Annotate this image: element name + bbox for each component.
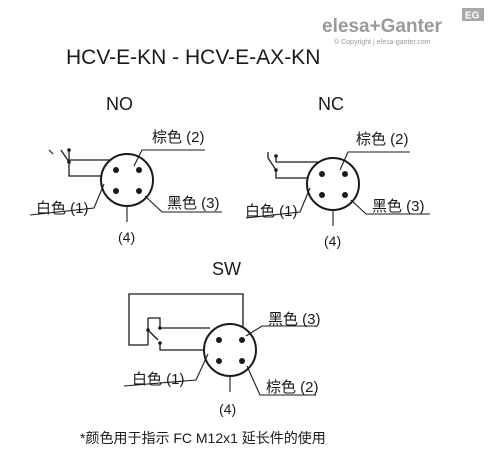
no-label-pin4: (4) — [118, 229, 135, 245]
no-wire-top — [68, 150, 113, 161]
no-label-white: 白色 (1) — [36, 200, 89, 217]
sw-label-white: 白色 (1) — [132, 371, 185, 388]
no-switch-blade — [60, 149, 70, 163]
sw-contact-a — [158, 326, 162, 330]
sw-leader-white — [123, 353, 209, 387]
brand-copyright: © Copyright | elesa-ganter.com — [334, 38, 431, 46]
sw-leader-black — [245, 325, 316, 337]
nc-pin-2 — [319, 171, 325, 177]
nc-leader-white — [245, 187, 311, 219]
no-switch-contact — [67, 160, 71, 164]
nc-switch-contact — [274, 168, 278, 172]
diagram-sw: SW 黑色 (3) 白色 (1) 棕色 (2) (4) — [123, 259, 321, 417]
sw-label-brown: 棕色 (2) — [266, 379, 319, 396]
nc-pin-3 — [319, 192, 325, 198]
diagram-no-label: NO — [106, 94, 133, 114]
no-wire-left — [68, 162, 105, 177]
no-leader-brown — [133, 149, 205, 167]
no-pin-3 — [113, 188, 119, 194]
no-pin-4 — [136, 188, 142, 194]
nc-connector — [306, 157, 360, 211]
sw-wire-inner-high — [148, 317, 210, 329]
nc-switch-blade — [267, 157, 277, 171]
page-title: HCV-E-KN - HCV-E-AX-KN — [66, 46, 320, 69]
diagram-nc-label: NC — [318, 94, 344, 114]
sw-wire-outer — [128, 293, 244, 346]
sw-label-pin4: (4) — [219, 401, 236, 417]
brand-logo-text: elesa+Ganter — [322, 16, 442, 37]
nc-wire-left — [275, 170, 312, 179]
sw-pin-4 — [239, 358, 245, 364]
nc-label-pin4: (4) — [324, 233, 341, 249]
nc-label-white: 白色 (1) — [245, 203, 298, 220]
nc-pin-4 — [342, 192, 348, 198]
no-pin-2 — [113, 167, 119, 173]
brand-logo: elesa+Ganter EG © Copyright | elesa-gant… — [320, 8, 488, 48]
brand-badge-text: EG — [465, 11, 480, 22]
nc-label-black: 黑色 (3) — [372, 198, 425, 215]
no-connector — [100, 153, 154, 207]
no-switch-contact-top — [67, 148, 71, 152]
sw-pin-2 — [216, 337, 222, 343]
diagram-nc: NC 棕色 (2) 白色 (1) 黑色 (3) (4) — [245, 94, 430, 249]
sw-pin-1 — [239, 337, 245, 343]
diagram-no: NO 棕色 (2) 白色 (1) 黑色 (3) (4) — [29, 94, 222, 245]
nc-pin-1 — [342, 171, 348, 177]
sw-pin-3 — [216, 358, 222, 364]
nc-label-brown: 棕色 (2) — [356, 131, 409, 148]
nc-wire-top — [275, 156, 320, 163]
sw-leader-brown — [246, 365, 316, 396]
nc-leader-brown — [339, 151, 410, 171]
sw-label-black: 黑色 (3) — [268, 311, 321, 328]
no-leader-black — [144, 195, 222, 213]
sw-switch-pivot — [146, 328, 150, 332]
no-leader-white — [29, 183, 105, 216]
brand-badge-box — [462, 8, 484, 21]
no-switch-tick — [48, 149, 54, 155]
diagram-sw-label: SW — [212, 259, 241, 279]
nc-leader-black — [350, 199, 430, 215]
no-label-brown: 棕色 (2) — [152, 129, 205, 146]
no-label-black: 黑色 (3) — [167, 195, 220, 212]
nc-switch-contact-top — [274, 154, 278, 158]
sw-contact-b — [158, 341, 162, 345]
brand-logo-graphic: elesa+Ganter EG © Copyright | elesa-gant… — [322, 8, 484, 46]
footnote: *颜色用于指示 FC M12x1 延长件的使用 — [80, 430, 326, 446]
no-pin-1 — [136, 167, 142, 173]
sw-switch-blade — [147, 329, 159, 341]
